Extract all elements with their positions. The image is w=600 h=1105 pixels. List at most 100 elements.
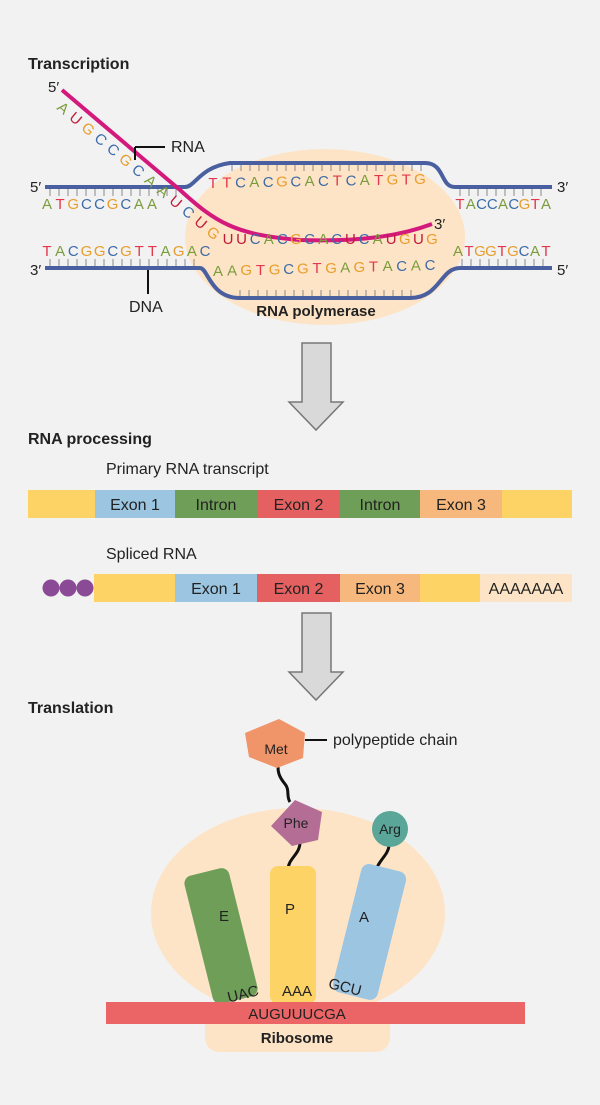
rna-processing-title: RNA processing — [28, 431, 152, 448]
segment-exon3 — [340, 574, 420, 602]
nucleotide-base: A — [541, 196, 551, 213]
nucleotide-base: A — [498, 196, 508, 213]
nucleotide-base: T — [208, 175, 217, 192]
nucleotide-base: A — [54, 99, 73, 118]
nucleotide-base: A — [360, 172, 370, 189]
nucleotide-base: T — [42, 243, 51, 260]
segment-utr — [28, 490, 95, 518]
nucleotide-base: A — [530, 243, 540, 260]
nucleotide-base: A — [318, 231, 328, 248]
nucleotide-base: A — [466, 196, 476, 213]
rna-3-prime-label: 3′ — [434, 216, 445, 233]
phe-amino-acid — [271, 800, 322, 846]
nucleotide-base: T — [148, 243, 157, 260]
nucleotide-base: T — [374, 172, 383, 189]
nucleotide-base: G — [399, 231, 411, 248]
nucleotide-base: T — [541, 243, 550, 260]
cap-circle — [59, 579, 77, 597]
nucleotide-base: G — [107, 196, 119, 213]
nucleotide-base: G — [276, 174, 288, 191]
nucleotide-base: T — [222, 175, 231, 192]
segment-exon2 — [257, 574, 340, 602]
nucleotide-base: C — [128, 161, 147, 181]
nucleotide-base: C — [235, 174, 246, 191]
five-prime-cap — [42, 579, 94, 597]
nucleotide-base: G — [297, 261, 309, 278]
nucleotide-base: A — [187, 243, 197, 260]
segment-utr — [502, 490, 572, 518]
nucleotide-base: A — [213, 263, 223, 280]
segment-label: AAAAAAA — [489, 581, 564, 598]
nucleotide-base: U — [345, 231, 356, 248]
nucleotide-base: T — [464, 243, 473, 260]
nucleotide-base: G — [387, 172, 399, 189]
segment-label: Intron — [196, 497, 237, 514]
nucleotide-base: G — [94, 243, 106, 260]
spliced-rna-label: Spliced RNA — [106, 546, 197, 563]
nucleotide-base: A — [227, 263, 237, 280]
nucleotide-base: C — [200, 243, 211, 260]
nucleotide-base: C — [68, 243, 79, 260]
transcription-title: Transcription — [28, 56, 129, 73]
arg-label: Arg — [379, 821, 401, 837]
nucleotide-base: A — [134, 196, 144, 213]
nucleotide-base: U — [413, 231, 424, 248]
mrna-sequence: AUGUUUCGA — [248, 1006, 346, 1023]
nucleotide-base: C — [425, 257, 436, 274]
nucleotide-base: T — [256, 262, 265, 279]
nucleotide-base: U — [166, 192, 185, 212]
nucleotide-base: A — [373, 231, 383, 248]
dna-double-helix — [45, 161, 552, 300]
nucleotide-base: A — [264, 231, 274, 248]
segment-intron — [175, 490, 257, 518]
nucleotide-base: G — [173, 243, 185, 260]
segment-label: Exon 3 — [355, 581, 405, 598]
template-3-prime-label: 3′ — [30, 262, 41, 279]
nucleotide-base: T — [135, 243, 144, 260]
segment-label: Exon 3 — [436, 497, 486, 514]
nucleotide-base: T — [56, 196, 65, 213]
segment-utr — [94, 574, 175, 602]
nucleotide-base: C — [508, 196, 519, 213]
nucleotide-base: G — [290, 231, 302, 248]
nucleotide-base: A — [453, 243, 463, 260]
nucleotide-base: G — [240, 262, 252, 279]
p-site-anticodon: AAA — [282, 983, 312, 1000]
translation-title: Translation — [28, 700, 113, 717]
rna-5-prime-label: 5′ — [48, 79, 59, 96]
p-site-label: P — [285, 901, 295, 918]
segment-label: Exon 2 — [274, 497, 324, 514]
nucleotide-base: C — [396, 258, 407, 275]
nucleotide-base: T — [402, 171, 411, 188]
nucleotide-base: U — [236, 231, 247, 248]
nucleotide-base: A — [411, 257, 421, 274]
primary-transcript-label: Primary RNA transcript — [106, 461, 269, 478]
met-label: Met — [264, 741, 287, 757]
nucleotide-base: T — [312, 260, 321, 277]
segment-exon1 — [175, 574, 257, 602]
nucleotide-base: T — [369, 259, 378, 276]
nucleotide-base: G — [67, 196, 79, 213]
nucleotide-base: C — [283, 261, 294, 278]
nucleotide-base: A — [55, 243, 65, 260]
phe-label: Phe — [284, 815, 309, 831]
nucleotide-base: C — [519, 243, 530, 260]
segment-label: Exon 1 — [110, 497, 160, 514]
coding-3-prime-label: 3′ — [557, 179, 568, 196]
segment-exon2 — [257, 490, 340, 518]
nucleotide-base: C — [346, 172, 357, 189]
met-amino-acid — [245, 719, 305, 768]
mrna-bar — [106, 1002, 525, 1024]
coding-strand — [45, 161, 552, 189]
e-site-trna — [184, 868, 258, 1004]
nucleotide-base: C — [487, 196, 498, 213]
nucleotide-base: T — [497, 243, 506, 260]
e-site-label: E — [219, 908, 229, 925]
